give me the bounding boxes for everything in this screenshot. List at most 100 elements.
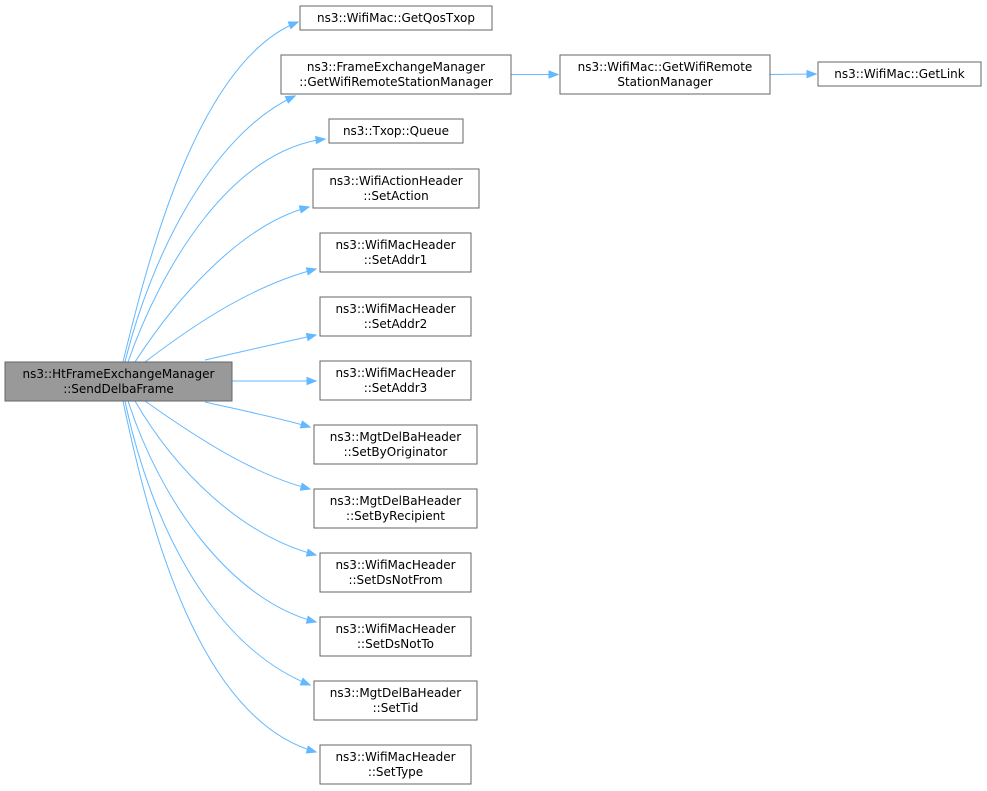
edge-line <box>122 21 299 363</box>
node-label-line: ns3::FrameExchangeManager <box>307 60 485 74</box>
edges-layer <box>122 21 818 754</box>
edge-arrowhead <box>287 21 300 30</box>
node-label-line: ns3::WifiMacHeader <box>335 366 455 380</box>
node-set-by-originator[interactable]: ns3::MgtDelBaHeader::SetByOriginator <box>313 424 478 465</box>
edge-send_delba_frame-to-set_by_originator <box>204 401 312 429</box>
node-label-line: ::SendDelbaFrame <box>63 382 174 396</box>
node-label-line: StationManager <box>617 75 712 89</box>
node-label-line: ::SetType <box>368 765 423 779</box>
node-label-line: ::SetTid <box>373 701 419 715</box>
edge-line <box>124 95 296 363</box>
node-label-line: ns3::WifiMacHeader <box>335 238 455 252</box>
edge-arrowhead <box>298 205 311 214</box>
node-label-line: ns3::MgtDelBaHeader <box>330 430 462 444</box>
edge-send_delba_frame-to-set_addr2 <box>204 332 318 361</box>
node-send-delba-frame[interactable]: ns3::HtFrameExchangeManager::SendDelbaFr… <box>4 361 233 402</box>
node-box[interactable] <box>280 54 512 95</box>
node-label-line: ::SetAction <box>363 189 428 203</box>
edge-line <box>144 268 317 363</box>
node-set-by-recipient[interactable]: ns3::MgtDelBaHeader::SetByRecipient <box>313 488 478 529</box>
node-set-addr2[interactable]: ns3::WifiMacHeader::SetAddr2 <box>319 296 472 337</box>
edge-send_delba_frame-to-set_action <box>134 205 311 363</box>
edge-line <box>134 206 310 363</box>
edge-arrowhead <box>299 482 312 491</box>
node-box[interactable] <box>328 118 464 144</box>
edge-arrowhead <box>306 376 318 386</box>
edge-send_delba_frame-to-set_type <box>122 400 318 754</box>
node-box[interactable] <box>817 61 982 87</box>
node-box[interactable] <box>319 296 472 337</box>
edge-arrowhead <box>315 135 327 145</box>
node-label-line: ns3::WifiMacHeader <box>335 622 455 636</box>
nodes-layer: ns3::HtFrameExchangeManager::SendDelbaFr… <box>4 5 982 785</box>
node-label-line: ns3::WifiMacHeader <box>335 558 455 572</box>
node-label-line: ns3::Txop::Queue <box>343 124 449 138</box>
edge-arrowhead <box>548 70 560 79</box>
node-box[interactable] <box>319 744 472 785</box>
edge-send_delba_frame-to-set_tid <box>124 400 312 686</box>
node-box[interactable] <box>319 552 472 593</box>
node-label-line: ::GetWifiRemoteStationManager <box>299 75 493 89</box>
edge-line <box>122 400 317 753</box>
node-set-ds-not-from[interactable]: ns3::WifiMacHeader::SetDsNotFrom <box>319 552 472 593</box>
node-label-line: ::SetAddr1 <box>364 253 428 267</box>
edge-arrowhead <box>305 548 318 557</box>
edge-line <box>124 400 311 686</box>
node-label-line: ns3::WifiMacHeader <box>335 302 455 316</box>
node-set-tid[interactable]: ns3::MgtDelBaHeader::SetTid <box>313 680 478 721</box>
edge-send_delba_frame-to-set_by_recipient <box>144 400 312 491</box>
edge-line <box>144 400 311 490</box>
node-label-line: ::SetAddr2 <box>364 317 428 331</box>
node-txop-queue[interactable]: ns3::Txop::Queue <box>328 118 464 144</box>
edge-arrowhead <box>305 615 318 624</box>
edge-send_delba_frame-to-set_addr3 <box>232 376 318 386</box>
node-box[interactable] <box>312 168 480 209</box>
edge-send_delba_frame-to-txop_queue <box>127 135 327 363</box>
edge-line <box>204 334 317 361</box>
node-mac-get-wifi-remote-station-manager[interactable]: ns3::WifiMac::GetWifiRemoteStationManage… <box>559 54 771 95</box>
node-box[interactable] <box>313 488 478 529</box>
edge-send_delba_frame-to-set_ds_not_from <box>134 400 318 557</box>
node-box[interactable] <box>313 680 478 721</box>
edge-line <box>134 400 317 556</box>
node-set-addr1[interactable]: ns3::WifiMacHeader::SetAddr1 <box>319 232 472 273</box>
edge-arrowhead <box>806 69 818 79</box>
edge-line <box>204 401 311 428</box>
node-box[interactable] <box>319 616 472 657</box>
edge-fem_get_wifi_remote_station_manager-to-mac_get_wifi_remote_station_manager <box>511 70 560 79</box>
node-box[interactable] <box>299 5 493 31</box>
edge-line <box>127 400 317 623</box>
node-box[interactable] <box>319 232 472 273</box>
node-label-line: ns3::MgtDelBaHeader <box>330 686 462 700</box>
node-label-line: ns3::MgtDelBaHeader <box>330 494 462 508</box>
node-label-line: ::SetAddr3 <box>364 381 428 395</box>
node-get-qos-txop[interactable]: ns3::WifiMac::GetQosTxop <box>299 5 493 31</box>
edge-send_delba_frame-to-get_qos_txop <box>122 21 300 363</box>
node-label-line: ns3::WifiMac::GetQosTxop <box>317 11 475 25</box>
node-get-link[interactable]: ns3::WifiMac::GetLink <box>817 61 982 87</box>
node-label-line: ::SetDsNotTo <box>357 637 434 651</box>
node-box[interactable] <box>4 361 233 402</box>
node-box[interactable] <box>313 424 478 465</box>
node-label-line: ns3::WifiMacHeader <box>335 750 455 764</box>
node-box[interactable] <box>319 360 472 401</box>
edge-line <box>127 138 326 363</box>
edge-send_delba_frame-to-set_addr1 <box>144 267 318 363</box>
node-box[interactable] <box>559 54 771 95</box>
node-label-line: ::SetByOriginator <box>344 445 448 459</box>
node-set-addr3[interactable]: ns3::WifiMacHeader::SetAddr3 <box>319 360 472 401</box>
edge-arrowhead <box>305 332 318 342</box>
node-label-line: ns3::WifiMac::GetLink <box>834 67 964 81</box>
node-fem-get-wifi-remote-station-manager[interactable]: ns3::FrameExchangeManager::GetWifiRemote… <box>280 54 512 95</box>
edge-arrowhead <box>305 267 318 276</box>
node-set-ds-not-to[interactable]: ns3::WifiMacHeader::SetDsNotTo <box>319 616 472 657</box>
edge-mac_get_wifi_remote_station_manager-to-get_link <box>769 69 818 79</box>
node-label-line: ::SetByRecipient <box>346 509 445 523</box>
node-set-type[interactable]: ns3::WifiMacHeader::SetType <box>319 744 472 785</box>
node-label-line: ns3::WifiMac::GetWifiRemote <box>578 60 753 74</box>
edge-send_delba_frame-to-set_ds_not_to <box>127 400 318 624</box>
edge-arrowhead <box>299 677 312 686</box>
node-label-line: ns3::HtFrameExchangeManager <box>23 367 215 381</box>
node-set-action[interactable]: ns3::WifiActionHeader::SetAction <box>312 168 480 209</box>
